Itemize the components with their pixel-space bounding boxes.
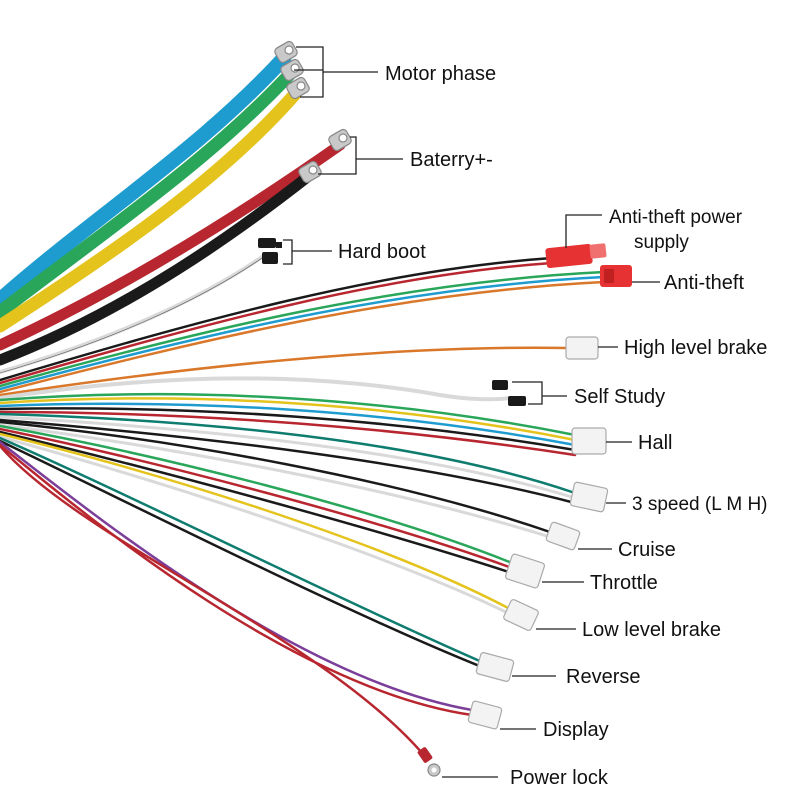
power-lock-label: Power lock	[510, 767, 609, 789]
display-wire-1	[0, 440, 474, 712]
anti-theft-power-label-line1: Anti-theft power	[609, 207, 743, 228]
self-study-leader	[512, 381, 543, 405]
hard-boot-label: Hard boot	[338, 241, 426, 263]
three-speed-wire-2	[0, 415, 577, 500]
reverse-wire-1	[0, 436, 484, 664]
battery-label: Baterry+-	[410, 149, 493, 171]
hall-wire-2	[0, 397, 577, 442]
leader-lines	[283, 46, 660, 778]
anti-theft-wire-2	[0, 275, 606, 391]
hall-wire-3	[0, 402, 577, 447]
throttle-wire-3	[0, 430, 514, 575]
anti-theft-wire-1	[0, 270, 606, 388]
display-connector	[467, 700, 503, 730]
high-level-brake-connector	[565, 336, 599, 360]
throttle-label: Throttle	[590, 572, 658, 594]
motor-phase-terminals	[274, 40, 310, 100]
hall-wire-5	[0, 410, 577, 457]
terminals	[258, 40, 632, 777]
hall-wire-1	[0, 392, 577, 437]
power-lock-terminal	[417, 747, 441, 777]
display-label: Display	[543, 719, 609, 741]
motor-phase-wire-blue	[0, 50, 292, 308]
self-study-wire	[0, 376, 512, 402]
reverse-connector	[475, 652, 515, 682]
motor-phase-label: Motor phase	[385, 63, 496, 85]
battery-wire-black	[0, 169, 316, 366]
hard-boot-connector	[258, 238, 282, 264]
three-speed-wire-1	[0, 412, 577, 495]
power-lock-wire	[0, 444, 430, 762]
cruise-wire-2	[0, 423, 552, 539]
wires	[0, 50, 606, 762]
self-study-label: Self Study	[574, 386, 665, 408]
battery-terminals	[298, 128, 352, 184]
hard-boot-wire	[0, 253, 267, 374]
low-level-brake-connector	[503, 599, 539, 631]
reverse-label: Reverse	[566, 666, 640, 688]
low-level-brake-wire-1	[0, 432, 514, 612]
high-level-brake-wire	[0, 346, 572, 397]
hall-wire-4	[0, 407, 577, 452]
hard-boot-leader	[283, 239, 293, 265]
three-speed-label: 3 speed (L M H)	[632, 494, 768, 515]
low-level-brake-wire-2	[0, 435, 514, 617]
low-level-brake-label: Low level brake	[582, 619, 721, 641]
throttle-wire-1	[0, 424, 514, 565]
hall-label: Hall	[638, 432, 672, 454]
display-wire-2	[0, 443, 474, 717]
cruise-connector	[545, 521, 581, 551]
hall-connector	[571, 427, 607, 455]
anti-theft-power-label-line2: supply	[634, 232, 689, 253]
anti-theft-power-connector	[545, 243, 607, 269]
anti-theft-power-wire-1	[0, 256, 554, 382]
anti-theft-connector	[600, 265, 632, 287]
self-study-connector	[492, 380, 526, 406]
anti-theft-power-leader	[565, 214, 602, 248]
anti-theft-label: Anti-theft	[664, 272, 744, 294]
labels: Motor phase Baterry+- Hard boot Anti-the…	[338, 63, 768, 789]
three-speed-wire-3	[0, 418, 577, 505]
battery-leader	[318, 136, 357, 175]
three-speed-connector	[569, 481, 609, 513]
anti-theft-power-wire-2	[0, 261, 554, 385]
throttle-connector	[504, 553, 546, 589]
throttle-wire-2	[0, 427, 514, 570]
cruise-wire-1	[0, 420, 552, 534]
high-level-brake-label: High level brake	[624, 337, 767, 359]
anti-theft-wire-3	[0, 280, 606, 394]
cruise-label: Cruise	[618, 539, 676, 561]
reverse-wire-2	[0, 439, 484, 669]
motor-phase-wire-yellow	[0, 86, 303, 333]
motor-phase-wire-green	[0, 67, 297, 319]
